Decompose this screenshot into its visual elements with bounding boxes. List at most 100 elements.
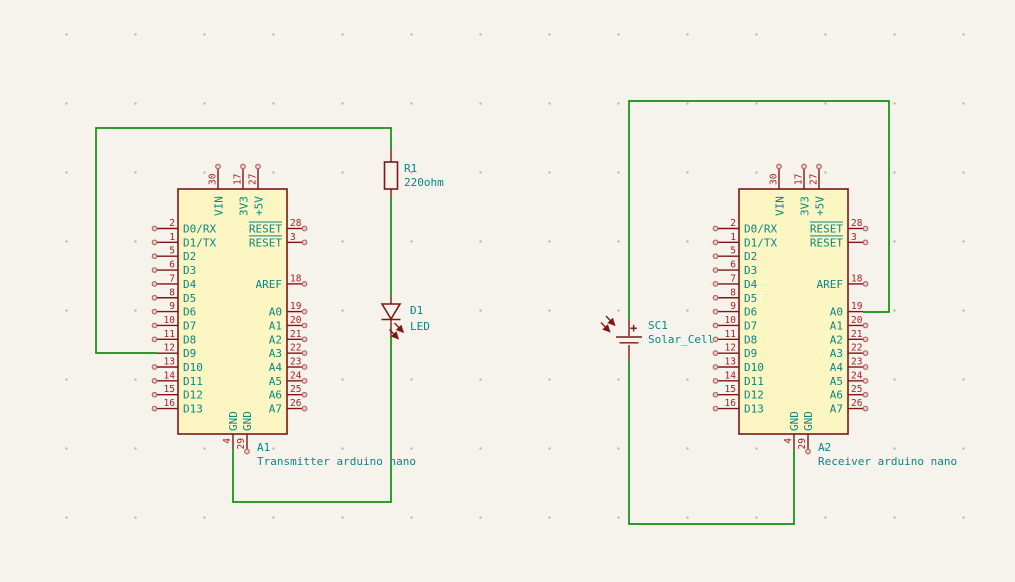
pin-text: GND	[241, 411, 254, 431]
pin-text: 8	[169, 287, 175, 298]
pin-text: 4	[783, 438, 794, 444]
pin-text: 12	[164, 343, 175, 354]
pin-text: A5	[830, 375, 843, 388]
wire-a1-d9-to-r1[interactable]	[95, 127, 392, 354]
pin-text: VIN	[213, 196, 226, 216]
pin-text: GND	[802, 411, 815, 431]
led-value-label[interactable]: LED	[410, 320, 430, 333]
pin-text: 5	[169, 246, 175, 257]
unconnected-pin-end	[151, 225, 158, 232]
pin-text: 15	[164, 384, 175, 395]
unconnected-pin-end	[801, 163, 807, 170]
pin-text: 29	[797, 438, 808, 450]
unconnected-pin-end	[151, 308, 158, 315]
unconnected-pin-end	[151, 364, 158, 370]
wire-led-to-a1-gnd[interactable]	[232, 336, 392, 503]
pin-text: 23	[851, 357, 862, 368]
pin-text: D9	[183, 347, 196, 360]
arduino2-value-label[interactable]: Receiver arduino nano	[818, 455, 958, 468]
pin-text: A3	[269, 347, 282, 360]
unconnected-pin-end	[862, 378, 869, 384]
unconnected-pin-end	[301, 350, 308, 357]
resistor-value-label[interactable]: 220ohm	[404, 176, 444, 189]
pin-text: 6	[730, 260, 736, 271]
arduino-body[interactable]	[738, 188, 849, 435]
led-symbol[interactable]	[380, 296, 404, 340]
pin-text: RESET	[810, 223, 843, 236]
pin-text: 10	[725, 315, 737, 326]
pin-text: D0/RX	[744, 223, 777, 236]
pin-text: GND	[788, 411, 801, 431]
pin-text: D7	[183, 319, 196, 332]
pin-text: 19	[851, 301, 863, 312]
pin-text: D12	[183, 389, 203, 402]
pin-text: 22	[851, 343, 862, 354]
unconnected-pin-end	[151, 281, 158, 287]
pin-text: D13	[744, 403, 764, 416]
pin-text: 14	[725, 370, 737, 381]
pin-text: D8	[744, 333, 757, 346]
unconnected-pin-end	[862, 336, 869, 343]
unconnected-pin-end	[151, 239, 158, 246]
unconnected-pin-end	[301, 391, 308, 398]
unconnected-pin-end	[805, 448, 811, 455]
resistor-symbol[interactable]	[383, 149, 399, 196]
unconnected-pin-end	[712, 308, 719, 315]
pin-text: 30	[208, 173, 219, 185]
pin-text: A6	[830, 389, 843, 402]
unconnected-pin-end	[712, 378, 719, 384]
resistor-reference-label[interactable]: R1	[404, 162, 418, 175]
wire-a2-a0-to-solar[interactable]	[628, 100, 890, 320]
unconnected-pin-end	[712, 294, 719, 301]
wire-solar-to-a2-gnd[interactable]	[628, 361, 795, 525]
pin-text: 17	[233, 174, 244, 185]
pin-text: VIN	[774, 196, 787, 216]
pin-text: 18	[851, 273, 863, 284]
solar-cell-value-label[interactable]: Solar_Cell	[648, 333, 715, 346]
pin-text: 22	[290, 343, 301, 354]
pin-text: GND	[227, 411, 240, 431]
pin-text: A5	[269, 375, 282, 388]
led-reference-label[interactable]: D1	[410, 304, 424, 317]
solar-cell-symbol[interactable]	[600, 315, 642, 361]
pin-text: 17	[794, 174, 805, 185]
pin-text: D9	[744, 347, 757, 360]
pin-text: +5V	[253, 196, 266, 216]
pin-text: 23	[290, 357, 301, 368]
unconnected-pin-end	[151, 378, 158, 384]
arduino1-value-label[interactable]: Transmitter arduino nano	[257, 455, 416, 468]
unconnected-pin-end	[301, 322, 308, 329]
pin-text: 11	[164, 329, 176, 340]
pin-text: D1/TX	[183, 236, 216, 249]
led-emission-arrow	[394, 322, 404, 333]
pin-text: D2	[183, 250, 196, 263]
unconnected-pin-end	[255, 163, 261, 170]
unconnected-pin-end	[301, 281, 308, 287]
pin-text: 9	[169, 301, 175, 312]
pin-text: 28	[851, 218, 863, 229]
unconnected-pin-end	[151, 405, 158, 412]
pin-text: 4	[222, 438, 233, 444]
arduino-body[interactable]	[177, 188, 288, 435]
pin-text: 26	[851, 398, 863, 409]
arduino1-reference-label[interactable]: A1	[257, 441, 271, 454]
pin-text: 3	[851, 232, 857, 243]
led-triangle	[380, 303, 402, 321]
unconnected-pin-end	[862, 239, 869, 246]
unconnected-pin-end	[712, 322, 719, 329]
pin-text: A0	[830, 306, 843, 319]
pin-text: D10	[744, 361, 764, 374]
unconnected-pin-end	[712, 405, 719, 412]
arduino2-reference-label[interactable]: A2	[818, 441, 832, 454]
unconnected-pin-end	[301, 378, 308, 384]
pin-text: 7	[730, 273, 736, 284]
pin-text: D5	[183, 292, 196, 305]
unconnected-pin-end	[712, 253, 719, 260]
resistor-body[interactable]	[383, 161, 399, 190]
solar-cell-reference-label[interactable]: SC1	[648, 319, 668, 332]
unconnected-pin-end	[151, 294, 158, 301]
pin-text: A6	[269, 389, 282, 402]
